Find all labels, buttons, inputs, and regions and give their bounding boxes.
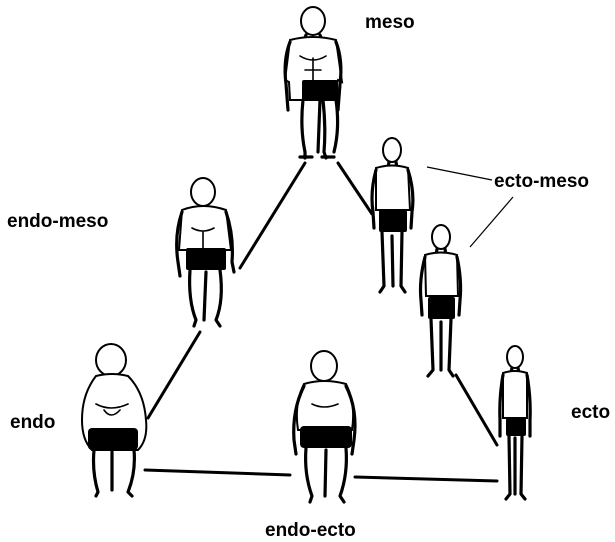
endo-meso-figure xyxy=(175,177,236,328)
endomorph-figure xyxy=(80,343,148,498)
ectomorph-figure xyxy=(498,345,532,501)
edge-meso-to-ecto-meso xyxy=(336,161,374,216)
mesomorph-figure xyxy=(283,6,344,160)
edge-ecto-meso-to-ecto xyxy=(454,373,499,447)
label-ecto: ecto xyxy=(571,402,611,423)
edge-endo-to-endo-ecto xyxy=(143,468,292,477)
label-endo: endo xyxy=(10,412,56,433)
endo-ecto-figure xyxy=(292,350,357,504)
edge-endo-ecto-to-ecto xyxy=(353,475,499,483)
leader-line-upper xyxy=(426,166,493,181)
leader-line-lower xyxy=(469,196,514,248)
edge-meso-to-endo-meso xyxy=(238,161,307,270)
triangle-edges xyxy=(143,161,499,483)
edge-endo-meso-to-endo xyxy=(146,330,202,420)
label-endo-meso: endo-meso xyxy=(7,211,109,232)
label-ecto-meso: ecto-meso xyxy=(494,171,590,192)
label-meso: meso xyxy=(365,12,415,33)
ecto-meso-figure-lower xyxy=(418,224,463,378)
ecto-meso-leader-lines xyxy=(426,166,514,248)
ecto-meso-figure-upper xyxy=(370,137,415,294)
label-endo-ecto: endo-ecto xyxy=(265,520,356,541)
